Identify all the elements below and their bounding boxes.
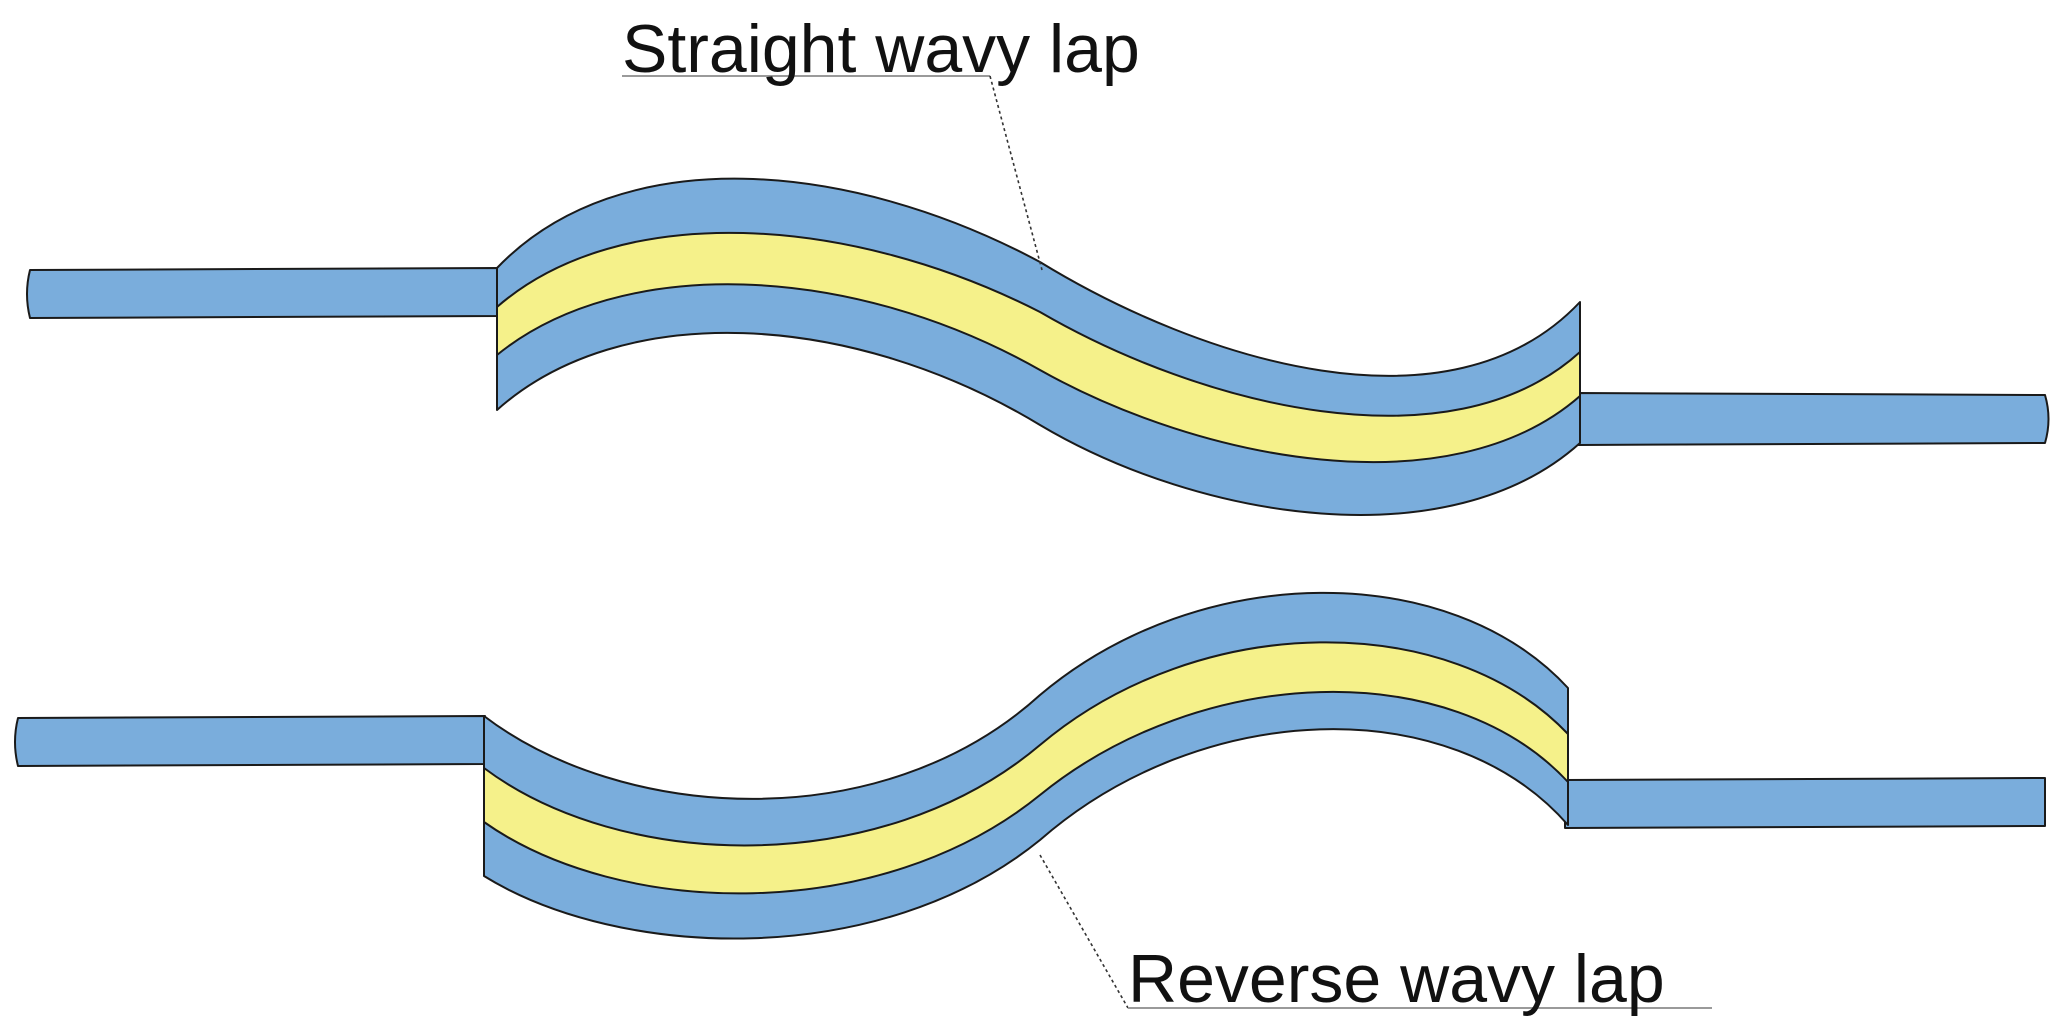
straight-wavy-lap-assembly: Straight wavy lap bbox=[26, 11, 2050, 516]
bottom-left-strip bbox=[14, 715, 486, 767]
bottom-right-strip bbox=[1564, 777, 2046, 829]
reverse-wavy-lap-assembly: Reverse wavy lap bbox=[14, 591, 2046, 1017]
top-left-strip bbox=[26, 267, 501, 319]
bottom-wavy-adhesive-layer bbox=[483, 641, 1569, 895]
top-right-strip bbox=[1577, 392, 2050, 446]
bottom-label: Reverse wavy lap bbox=[1128, 941, 1665, 1017]
top-label: Straight wavy lap bbox=[622, 11, 1140, 87]
top-wavy-adhesive-layer bbox=[496, 231, 1581, 464]
bottom-label-leader bbox=[1039, 854, 1129, 1009]
